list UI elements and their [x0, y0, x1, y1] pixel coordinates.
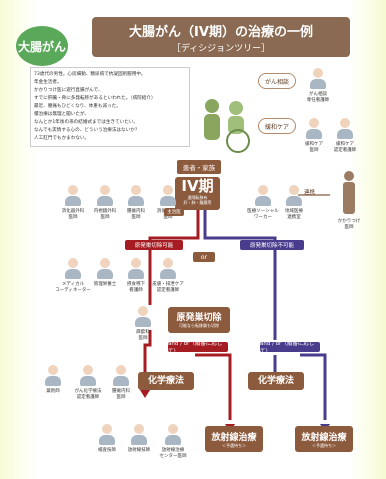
- story-line: かかりつけ医に遊行直腸がんで、: [34, 88, 103, 93]
- patient-silhouette: [204, 99, 250, 153]
- red-line-to-radio: [195, 353, 232, 420]
- story-line: 積治療は無理と聞いたが、: [34, 112, 90, 117]
- consult-nurse-photo: [310, 68, 326, 90]
- consult-nurse-label: がん相談 専任看護師: [306, 92, 330, 103]
- cancer-consult-pill: がん相談: [258, 73, 296, 89]
- story-line: 最近、腰痛もひどくなり、体重も減った。: [34, 104, 121, 109]
- patient-family-label: 患者・家族: [177, 160, 221, 174]
- family-doctor-label: かかりつけ 医師: [337, 219, 361, 230]
- staff-photo: [45, 365, 61, 387]
- page-subtitle: ［ディシジョンツリー］: [171, 44, 271, 54]
- staff-label: 消化器外科 医師: [61, 209, 85, 220]
- radio-right-main: 放射線治療: [301, 433, 347, 443]
- and-or-left: and / or（順番に応じて）: [168, 341, 228, 355]
- staff-photo: [97, 258, 113, 280]
- purple-line-unresectable: [203, 210, 277, 340]
- story-line: なんでも実情する心の、どういう治療法はないか？: [34, 128, 140, 133]
- staff-label: 腫瘍内科 医師: [127, 209, 145, 220]
- stage-sub: 遠隔転移有 肝・肺・腹膜等: [183, 195, 212, 205]
- attending-badge: 主治医: [164, 208, 184, 216]
- staff-label: 腫瘍内科 医師: [112, 389, 130, 400]
- staff-photo: [128, 258, 144, 280]
- surgery-box: 原発巣切除 可能なら転移巣も切除: [168, 307, 230, 333]
- story-line: すでに肝臓・骨に多発転移があるといわれた。（病院紹介）: [34, 96, 156, 101]
- patient-illustration: [198, 96, 258, 154]
- resectable-tag: 原発巣切除可能: [125, 240, 183, 250]
- red-arrows: [143, 210, 232, 420]
- story-line: 人工肛門でもかまわない。: [34, 136, 90, 141]
- staff-label: がん化学療法 認定看護師: [74, 389, 102, 400]
- family-doctor-icon: [343, 171, 355, 214]
- chemo-right-label: 化学療法: [257, 376, 294, 386]
- staff-label: 摂食嚥下 看護師: [127, 282, 145, 293]
- staff-label: 放射線技師: [127, 448, 151, 453]
- stage-box: IV期 遠隔転移有 肝・肺・腹膜等: [175, 177, 220, 210]
- stage-main: IV期: [181, 177, 214, 195]
- radio-right-sub: ＜予選待ち＞: [312, 443, 336, 448]
- staff-photo: [128, 185, 144, 207]
- and-or-right: and / or（順番に応じて）: [260, 341, 320, 355]
- social-worker-photo: [255, 185, 271, 207]
- social-label: 地域医療 連携室: [285, 209, 303, 220]
- page-title: 大腸がん（IV期）の治療の一例: [129, 25, 313, 40]
- staff-photo: [65, 258, 81, 280]
- red-line-to-chemo: [143, 330, 152, 385]
- staff-photo: [131, 424, 147, 446]
- staff-photo: [113, 365, 129, 387]
- palliative-pill: 緩和ケア: [258, 118, 296, 134]
- radio-left-sub: ＜予選待ち＞: [222, 443, 246, 448]
- staff-label: 皮膚・排泄ケア 認定看護師: [152, 282, 184, 293]
- radio-box-left: 放射線治療 ＜予選待ち＞: [205, 426, 263, 452]
- palliative-nurse-photo: [337, 118, 353, 140]
- surgery-sub: 可能なら転移巣も切除: [179, 323, 219, 328]
- staff-label: 薬剤師: [46, 389, 60, 394]
- staff-photo: [80, 365, 96, 387]
- staff-label: 内視鏡外科 医師: [93, 209, 117, 220]
- chemo-box-right: 化学療法: [248, 372, 304, 390]
- radio-left-main: 放射線治療: [211, 433, 257, 443]
- staff-photo: [65, 185, 81, 207]
- red-line-resectable: [148, 210, 200, 305]
- palliative-nurse-label: 緩和ケア 認定看護師: [333, 142, 357, 153]
- staff-label: 放射線治療 センター医師: [159, 448, 187, 459]
- staff-label: 検査技師: [98, 448, 116, 453]
- unresectable-tag: 原発巣切除不可能: [240, 240, 304, 250]
- staff-photo: [97, 185, 113, 207]
- palliative-doctor-label: 緩和ケア 医師: [305, 142, 323, 153]
- purple-line-to-radio: [300, 353, 327, 420]
- collab-label: 連携: [304, 190, 316, 196]
- surgery-main: 原発巣切除: [176, 313, 222, 323]
- staff-photo: [165, 424, 181, 446]
- title-bar: 大腸がん（IV期）の治療の一例 ［ディシジョンツリー］: [92, 17, 350, 57]
- story-line: なんとか1年後の孫の結婚式までは生きていたい。: [34, 120, 138, 125]
- social-label: 医療ソーシャル ワーカー: [247, 209, 279, 220]
- chemo-left-label: 化学療法: [147, 376, 184, 386]
- liaison-photo: [286, 185, 302, 207]
- family-doctor-silhouette: [340, 170, 358, 216]
- story-line: 73歳代の男性。心房細動、糖尿病で抗凝固剤服用中。: [34, 72, 146, 77]
- radio-box-right: 放射線治療 ＜予選待ち＞: [295, 426, 353, 452]
- patient-story: 73歳代の男性。心房細動、糖尿病で抗凝固剤服用中。 年金生活者。 かかりつけ医に…: [30, 67, 190, 147]
- staff-photo: [160, 258, 176, 280]
- anesthesiologist-label: 麻酔科 医師: [136, 330, 150, 341]
- anesthesiologist-photo: [135, 306, 151, 328]
- staff-label: メディカル コーディネーター: [55, 282, 91, 293]
- staff-photo: [99, 424, 115, 446]
- staff-photo: [160, 185, 176, 207]
- arrowhead-chemo-left: [140, 390, 150, 398]
- staff-label: 管理栄養士: [93, 282, 117, 287]
- cancer-badge: 大腸がん: [16, 26, 68, 66]
- story-line: 年金生活者。: [34, 80, 62, 85]
- palliative-doctor-photo: [306, 118, 322, 140]
- chemo-box-left: 化学療法: [138, 372, 194, 390]
- or-badge: or: [193, 252, 215, 262]
